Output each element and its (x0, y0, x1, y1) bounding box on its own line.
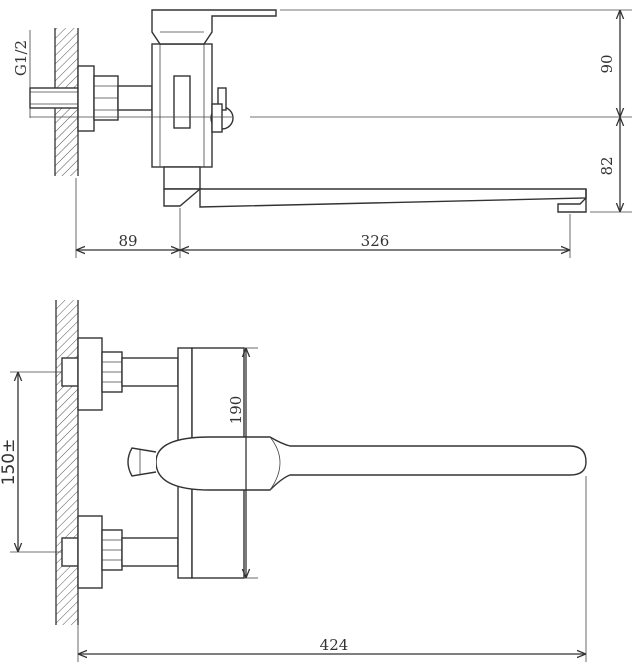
top-knob (127, 447, 157, 477)
top-wall-hatch (56, 300, 78, 625)
side-diverter-window (173, 75, 191, 129)
side-connector (117, 85, 153, 111)
top-connector-upper (121, 357, 179, 387)
top-escutcheon-lower (77, 515, 103, 589)
side-spout (199, 188, 587, 208)
side-aerator (557, 189, 587, 213)
top-escutcheon-upper (77, 337, 103, 411)
dim-89-label: 89 (118, 232, 137, 250)
top-inlet-lower-pipe (61, 537, 79, 567)
dim-82-label: 82 (598, 156, 616, 175)
dim-190-label: 190 (227, 396, 245, 425)
top-view: 190 150± 424 (0, 300, 587, 662)
dim-150-label: 150± (0, 439, 19, 486)
top-spout (155, 436, 587, 491)
dim-326-label: 326 (361, 232, 390, 250)
top-connector-lower (121, 537, 179, 567)
side-wall-pipe (29, 87, 79, 109)
side-escutcheon (77, 65, 95, 132)
dim-90-label: 90 (598, 54, 616, 73)
side-lever-handle (151, 9, 277, 45)
dim-424-label: 424 (320, 636, 349, 654)
side-view: 90 82 G1/2 89 326 (12, 9, 632, 258)
side-spout-collar (163, 166, 201, 190)
thread-label: G1/2 (12, 40, 30, 76)
top-inlet-upper-pipe (61, 357, 79, 387)
